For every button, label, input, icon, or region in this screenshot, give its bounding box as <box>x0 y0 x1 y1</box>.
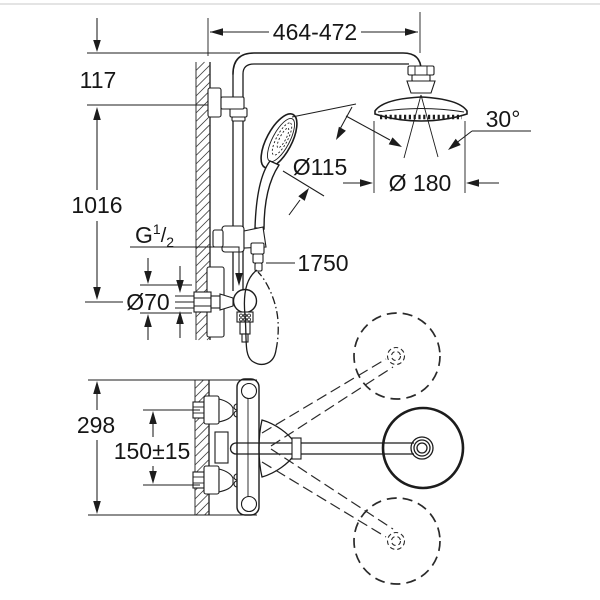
dim-thread: G1/2 <box>130 221 243 286</box>
arm-cone-escutcheon <box>258 419 295 478</box>
hand-shower <box>254 113 298 230</box>
swivel-position-bottom <box>261 448 441 585</box>
hose-connector <box>250 242 265 255</box>
dim-head-shower-label: Ø 180 <box>389 170 452 196</box>
dim-angle: 30° <box>345 106 531 150</box>
dim-connection-centers: 150±15 <box>114 409 200 486</box>
side-view: 464-472 117 1016 G1/2 <box>71 12 531 365</box>
dim-head-shower: Ø 180 <box>343 121 499 196</box>
dim-angle-label: 30° <box>486 106 521 132</box>
spray-angle-lines <box>403 94 439 159</box>
hand-shower-handle <box>254 160 281 230</box>
shower-arm <box>229 52 422 291</box>
arm-ball-joint <box>416 442 428 454</box>
dim-escutcheon-label: Ø70 <box>126 289 169 315</box>
dim-hose-length: 1750 <box>266 250 349 276</box>
dim-span-top-label: 464-472 <box>273 19 357 45</box>
thermostat-handle-bottom <box>240 495 258 513</box>
union-bottom <box>192 465 241 495</box>
dim-rail-height-label: 1016 <box>71 192 122 218</box>
dim-body-height: 298 <box>77 379 257 516</box>
dim-hand-shower: Ø115 <box>282 103 357 216</box>
thermostat-handle-top <box>240 382 258 400</box>
dim-connection-centers-label: 150±15 <box>114 438 191 464</box>
head-shower-plan-circle <box>381 406 465 490</box>
dim-height-chain: 117 1016 <box>71 18 240 303</box>
dim-body-height-label: 298 <box>77 412 115 438</box>
rail-holder <box>212 225 267 272</box>
dim-escutcheon: Ø70 <box>126 258 192 340</box>
wall-bracket <box>207 87 245 118</box>
thread-label: G1/2 <box>135 221 174 250</box>
holder-knob <box>212 229 224 248</box>
shower-hose <box>243 269 279 365</box>
dim-hand-shower-label: Ø115 <box>293 154 348 180</box>
head-ball-joint <box>406 65 436 94</box>
head-shower <box>374 96 468 122</box>
dim-top-offset-label: 117 <box>80 67 117 93</box>
swivel-position-top <box>261 312 441 447</box>
swivel-arm <box>229 419 434 478</box>
dim-span-top: 464-472 <box>207 12 421 56</box>
dim-hose-length-label: 1750 <box>297 250 348 276</box>
supply-connection <box>175 266 234 338</box>
plan-view: 298 150±15 <box>77 312 465 585</box>
